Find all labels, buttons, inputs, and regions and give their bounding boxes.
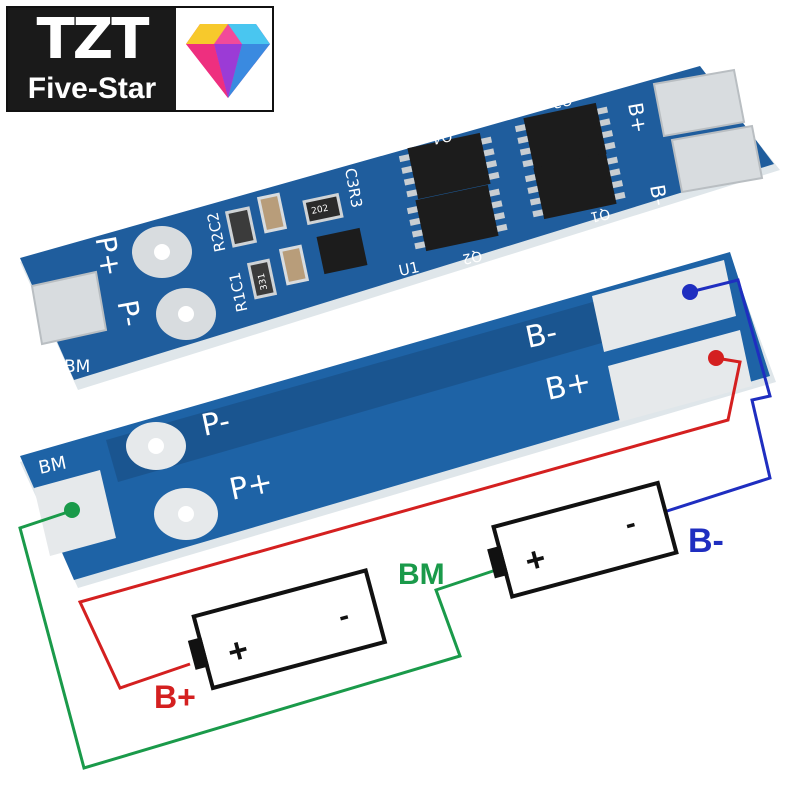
pad-b-minus-bottom — [592, 260, 736, 352]
logo-brand-text: TZT — [36, 7, 149, 72]
pad-b-minus-top — [670, 124, 764, 194]
silk-b-plus-top: B+ — [623, 101, 652, 135]
resistor-code-202: 202 — [311, 204, 330, 217]
resistor-code-331: 331 — [257, 272, 270, 291]
battery-cell-2: + - — [487, 480, 679, 599]
label-bm: BM — [398, 558, 445, 591]
pcb-bottom-trace — [106, 300, 612, 482]
label-b-minus: B- — [688, 522, 724, 560]
diamond-icon — [186, 24, 270, 98]
mosfet-q4 — [398, 132, 500, 200]
chip-u1 — [316, 227, 368, 275]
logo-wordmark-panel: TZT Five-Star — [8, 8, 176, 110]
silk-q2: Q2 — [461, 247, 484, 267]
pad-bm-top — [30, 270, 108, 346]
pad-p-plus-hole — [154, 244, 170, 260]
passive-components — [224, 192, 344, 300]
silk-bm-top: BM — [64, 357, 90, 377]
wire-b-minus — [663, 278, 772, 514]
pad-p-plus-bottom-hole — [178, 506, 194, 522]
brand-logo: TZT Five-Star — [6, 6, 274, 112]
mosfet-q1 — [524, 152, 626, 220]
wiring-lines — [18, 278, 772, 770]
wire-dot-bm — [64, 502, 80, 518]
silk-q1: Q1 — [589, 205, 612, 225]
battery-cell-1: + - — [187, 568, 388, 691]
wire-dot-b-minus — [682, 284, 698, 300]
pad-b-plus-top — [652, 68, 746, 138]
logo-tagline-text: Five-Star — [27, 72, 157, 105]
pad-p-minus-hole — [178, 306, 194, 322]
silk-p-plus-top: P+ — [88, 233, 128, 278]
silk-p-minus-top: P- — [110, 297, 147, 329]
label-b-plus: B+ — [154, 679, 196, 715]
pad-p-minus-bottom-hole — [148, 438, 164, 454]
silk-u1: U1 — [397, 258, 421, 280]
silk-b-minus-bottom: B- — [522, 315, 560, 356]
mosfet-q3 — [514, 102, 616, 170]
silk-q3: Q3 — [551, 91, 574, 111]
wire-dot-b-plus — [708, 350, 724, 366]
wire-bm — [18, 508, 497, 770]
silk-b-minus-top: B- — [645, 183, 672, 208]
pcb-bottom-board: B- B+ BM P- P+ — [20, 252, 776, 588]
mosfet-q2 — [406, 184, 508, 252]
pcb-top-board: B+ B- BM P+ P- 202 331 R2C2 R1C1 C3R3 U1 — [20, 66, 780, 390]
wire-b-plus — [77, 356, 742, 690]
silk-q4: Q4 — [431, 127, 454, 147]
